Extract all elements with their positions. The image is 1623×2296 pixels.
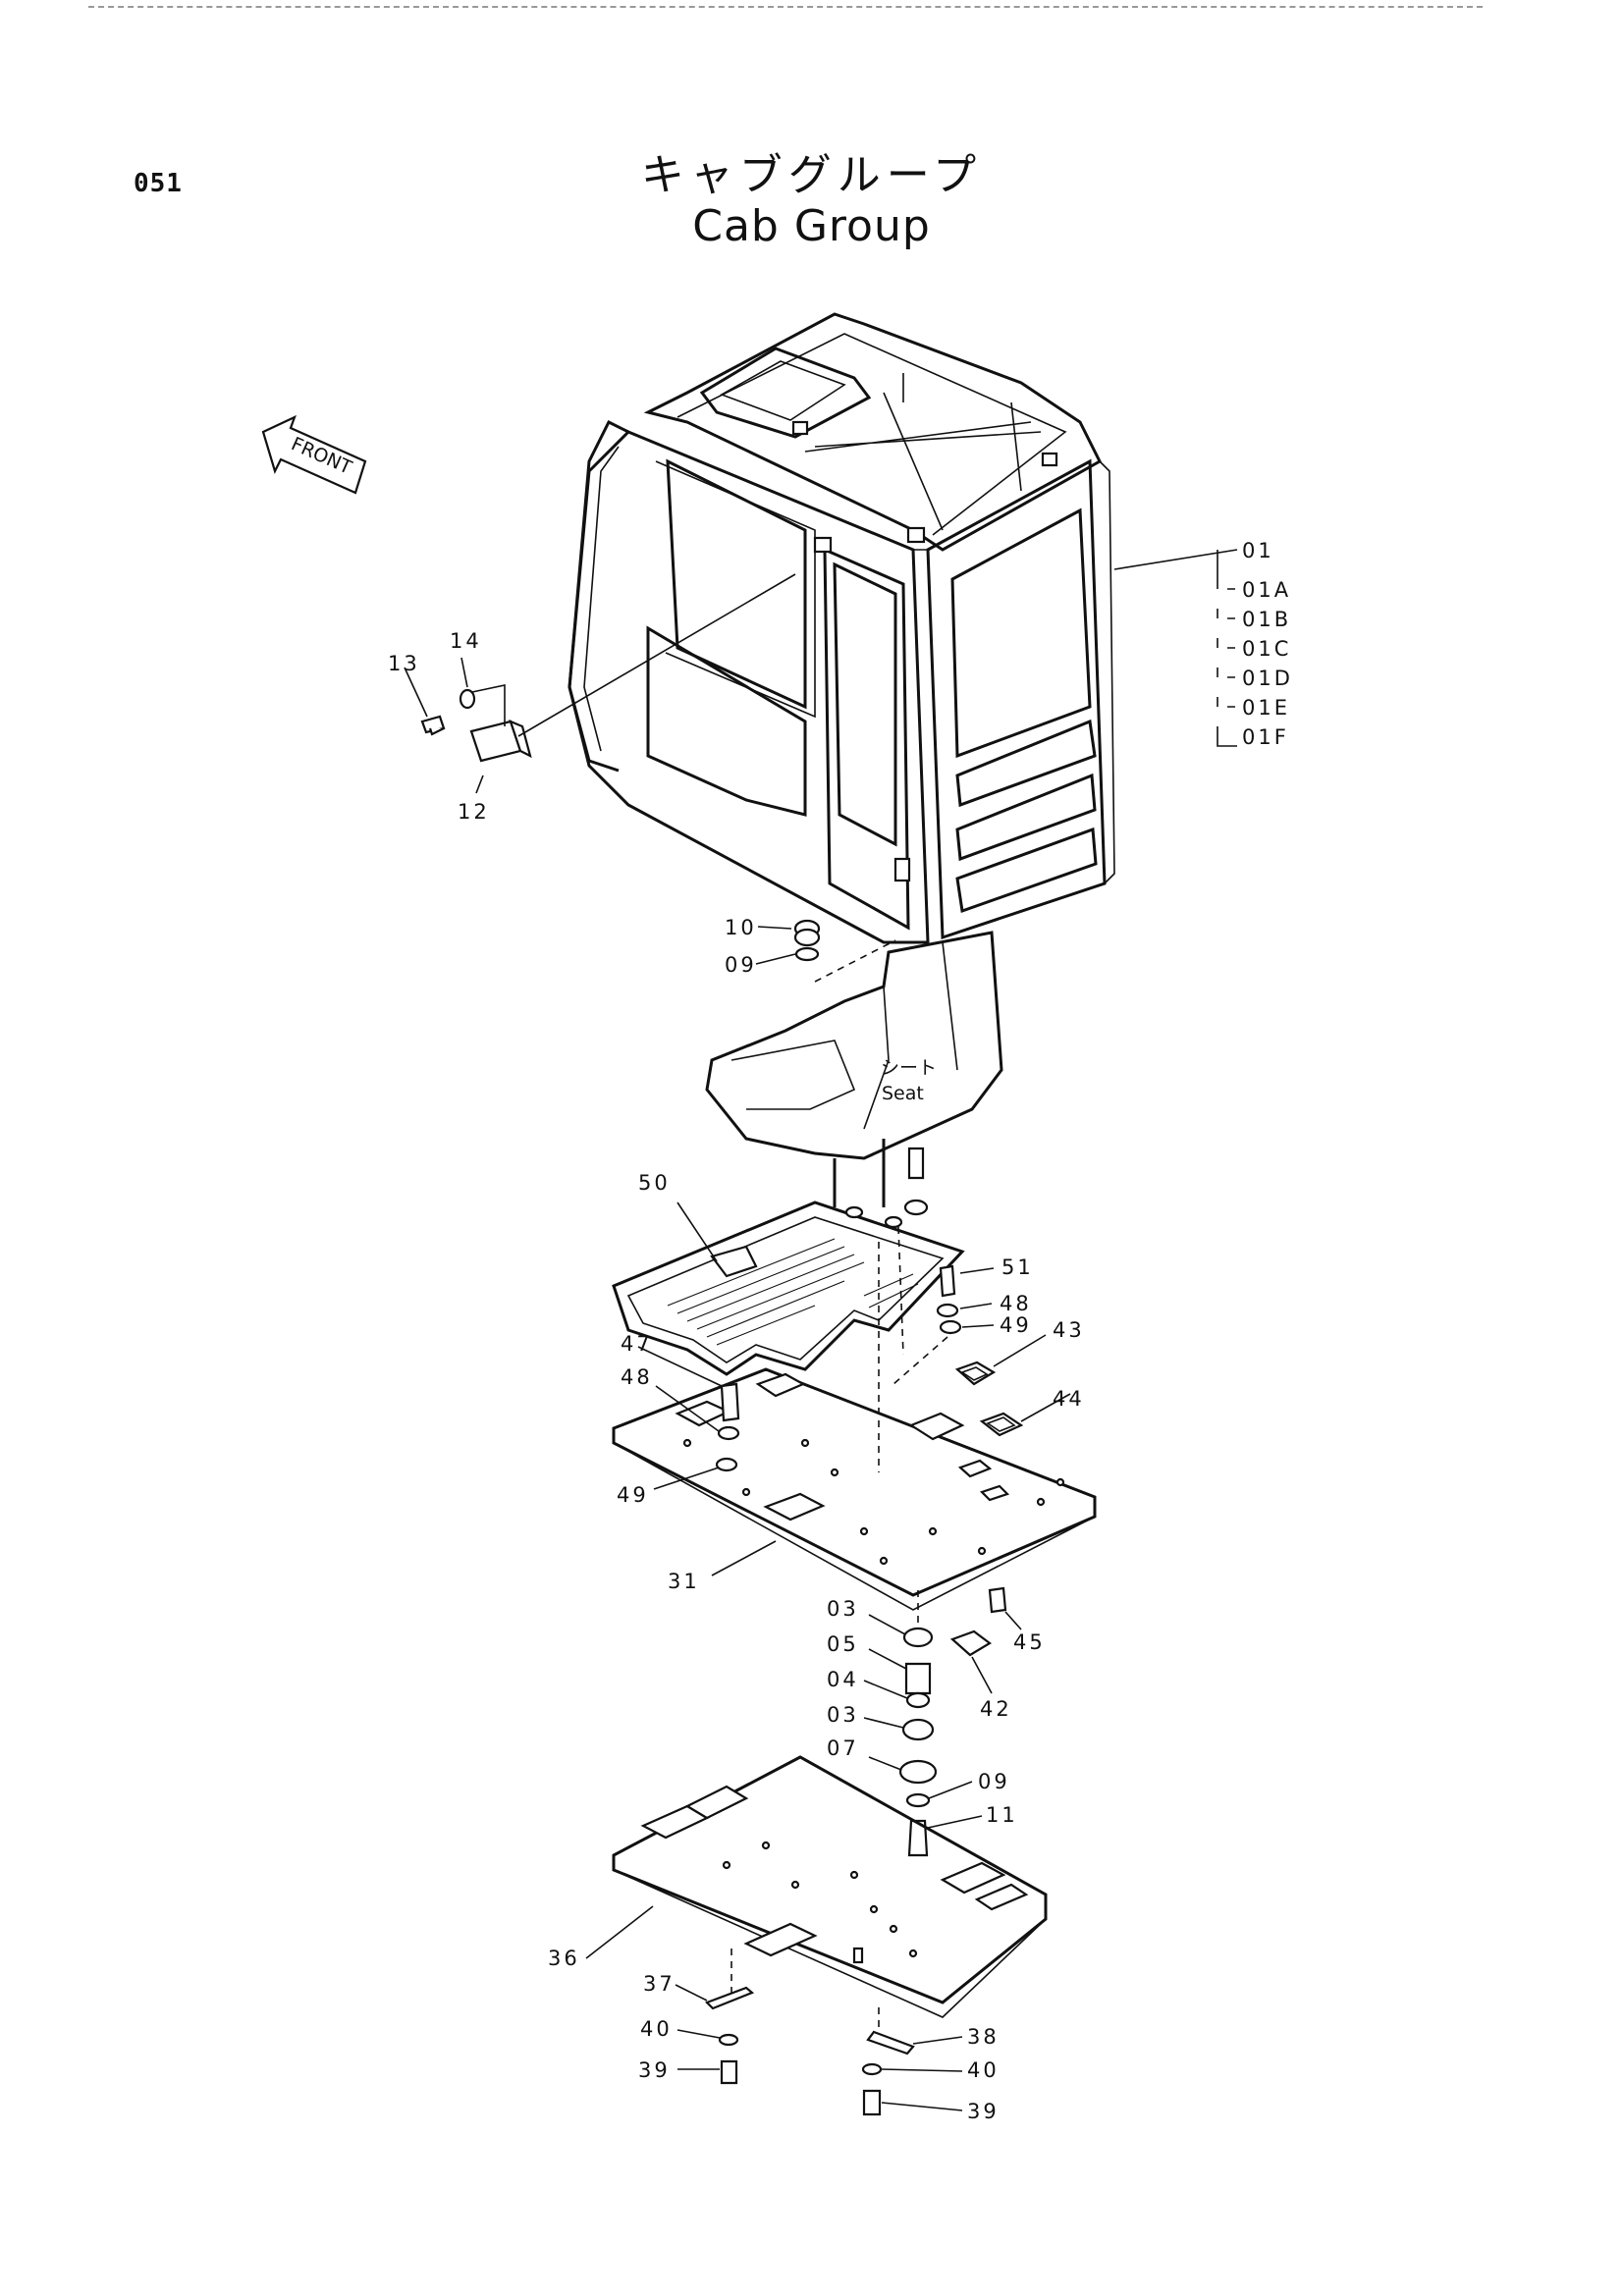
- callout-38: 38: [967, 2025, 1000, 2049]
- floor-plate-31: [612, 1334, 1097, 1611]
- callout-48-left: 48: [621, 1365, 653, 1389]
- callout-03-upper: 03: [827, 1597, 859, 1621]
- floor-mat-50: [612, 1201, 995, 1472]
- callout-01A: 01A: [1242, 578, 1291, 602]
- callout-10: 10: [725, 916, 757, 939]
- callout-01E: 01E: [1242, 696, 1290, 720]
- callout-12: 12: [458, 800, 490, 824]
- cab-callout-bracket: [1113, 549, 1238, 747]
- callout-01: 01: [1242, 539, 1274, 562]
- callout-47: 47: [621, 1332, 653, 1356]
- callout-39-right: 39: [967, 2100, 1000, 2123]
- callout-44: 44: [1053, 1387, 1085, 1411]
- seat-label-english: Seat: [882, 1083, 924, 1104]
- page-number: 051: [134, 169, 183, 198]
- callout-07: 07: [827, 1736, 859, 1760]
- callout-40-left: 40: [640, 2017, 673, 2041]
- callout-13: 13: [388, 652, 420, 675]
- callout-03-lower: 03: [827, 1703, 859, 1727]
- floor-mat-tread-pattern: [667, 1238, 919, 1346]
- callout-09-lower: 09: [978, 1770, 1010, 1793]
- callout-01F: 01F: [1242, 725, 1289, 749]
- page-title-english: Cab Group: [692, 201, 931, 251]
- callout-01B: 01B: [1242, 608, 1291, 631]
- callout-37: 37: [643, 1972, 676, 1996]
- cab-mount-stack: [863, 1586, 1022, 1857]
- cab-assembly-drawing: [568, 312, 1115, 944]
- callout-45: 45: [1013, 1630, 1046, 1654]
- door-latch: [893, 857, 911, 882]
- lower-plate-holes: [722, 1841, 918, 1958]
- cab-mount-nut-washer: [755, 919, 896, 983]
- callout-14: 14: [450, 629, 482, 653]
- seat-drawing: シート Seat: [705, 931, 1003, 1216]
- callout-51: 51: [1001, 1255, 1034, 1279]
- front-direction-arrow: FRONT: [261, 414, 367, 495]
- floor-plate-holes: [682, 1438, 1065, 1566]
- callout-05: 05: [827, 1632, 859, 1656]
- cab-parts-12-14: [404, 573, 796, 794]
- callout-40-right: 40: [967, 2058, 1000, 2082]
- lower-plate-36: [585, 1755, 1048, 2116]
- callout-43: 43: [1053, 1318, 1085, 1342]
- callout-36: 36: [548, 1947, 580, 1970]
- seat-label-japanese: シート: [881, 1057, 937, 1079]
- callout-01C: 01C: [1242, 637, 1291, 661]
- page-title-japanese: キャブグループ: [640, 150, 983, 200]
- callout-48-right: 48: [1000, 1292, 1032, 1315]
- callout-labels: 01 01A 01B 01C 01D 01E 01F 13 14 12 10 0…: [388, 539, 1293, 2123]
- callout-39-left: 39: [638, 2058, 671, 2082]
- callout-50: 50: [638, 1171, 671, 1195]
- callout-42: 42: [980, 1697, 1012, 1721]
- callout-11: 11: [986, 1803, 1018, 1827]
- callout-49-right: 49: [1000, 1313, 1032, 1337]
- callout-31: 31: [668, 1570, 700, 1593]
- callout-49-left: 49: [617, 1483, 649, 1507]
- scan-top-artifact-line: [88, 6, 1483, 12]
- callout-04: 04: [827, 1668, 859, 1691]
- callout-09-upper: 09: [725, 953, 757, 977]
- callout-01D: 01D: [1242, 667, 1293, 690]
